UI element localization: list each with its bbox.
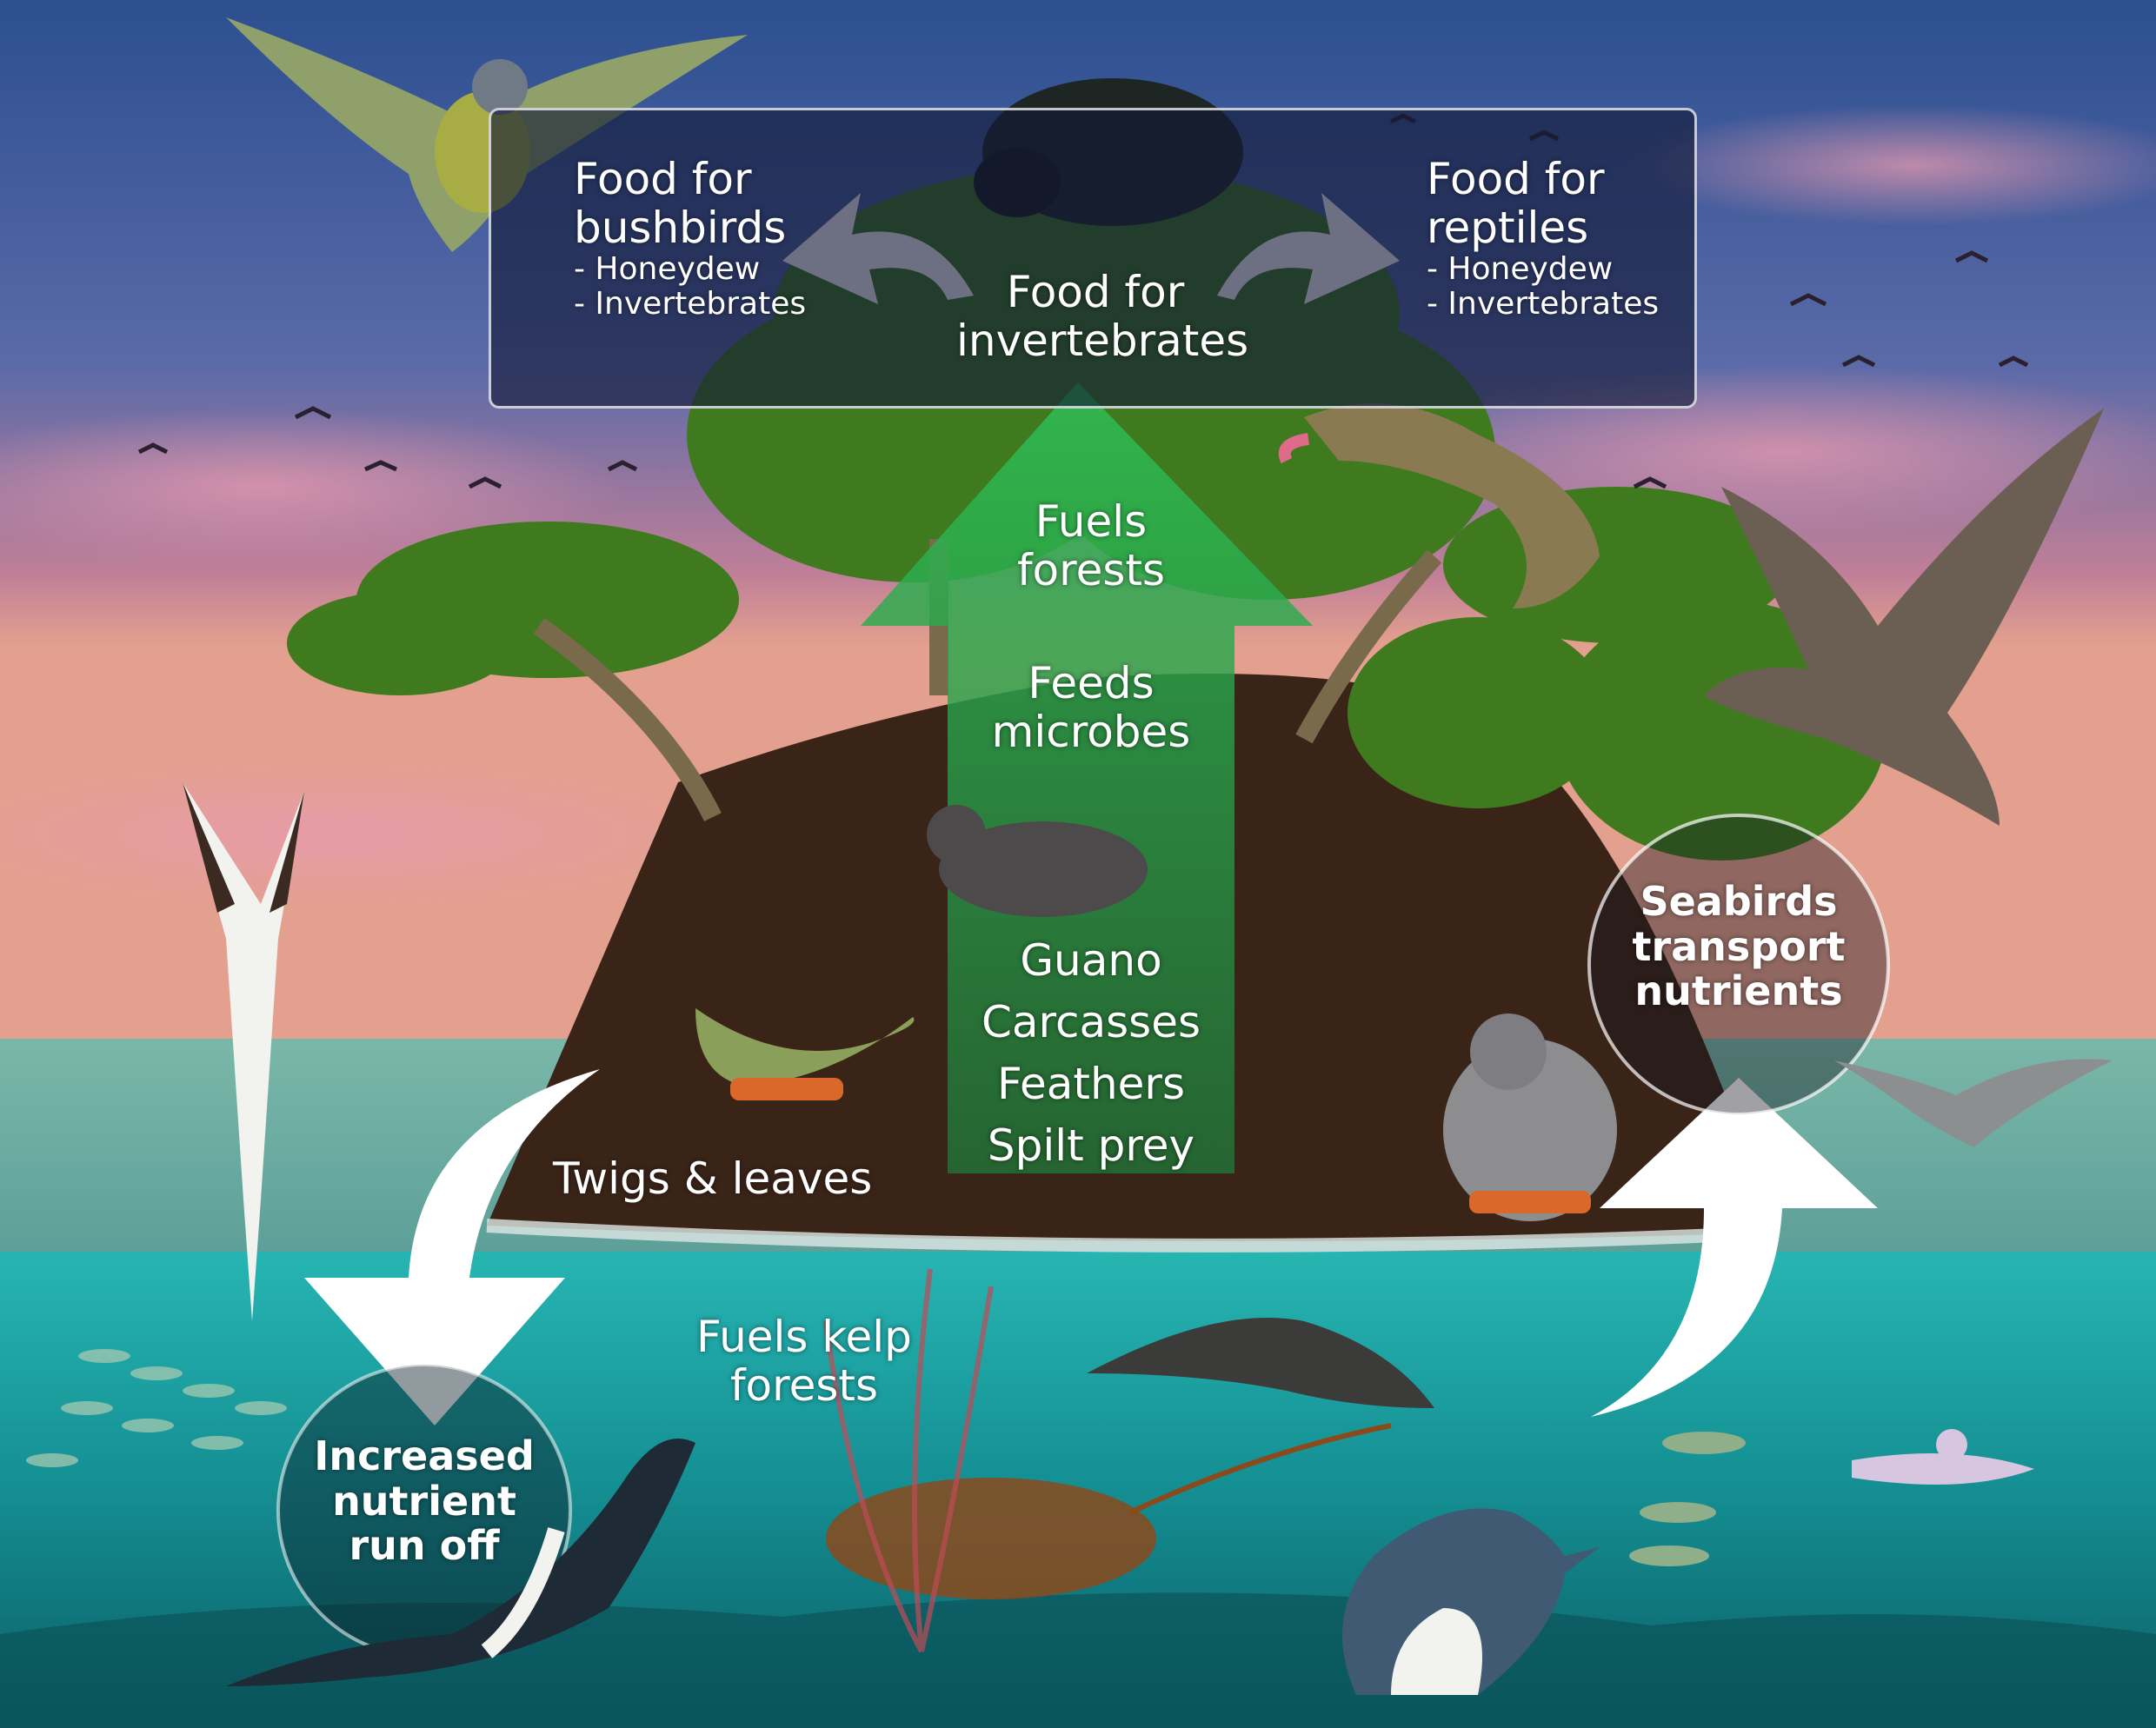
label-line: Seabirds bbox=[1640, 878, 1838, 925]
shag-icon bbox=[226, 1439, 695, 1686]
label-food-for-invertebrates: Food for invertebrates bbox=[956, 267, 1249, 366]
list-item: - Honeydew bbox=[1427, 251, 1614, 287]
label-twigs-leaves: Twigs & leaves bbox=[553, 1153, 873, 1204]
label-line: Food for bbox=[1427, 154, 1605, 204]
label-increased-nutrient-run-off: Increased nutrient run off bbox=[294, 1432, 555, 1570]
petrel-icon bbox=[1704, 409, 2104, 826]
label-food-for-reptiles: Food for reptiles - Honeydew - Invertebr… bbox=[1427, 155, 1659, 322]
seabird-up-arrow bbox=[1591, 1078, 1878, 1417]
label-line: forests bbox=[1016, 545, 1166, 595]
label-line: Fuels bbox=[1035, 496, 1148, 547]
swimming-petrel-icon bbox=[1087, 1318, 1434, 1408]
label-line: nutrient bbox=[332, 1477, 516, 1525]
penguin-icon bbox=[1342, 1508, 1600, 1695]
label-line: reptiles bbox=[1427, 203, 1589, 253]
label-line: invertebrates bbox=[956, 316, 1249, 366]
crayfish-icon bbox=[826, 1423, 1392, 1599]
list-item: - Invertebrates bbox=[574, 286, 807, 322]
label-line: Feeds bbox=[1028, 658, 1155, 708]
label-line: forests bbox=[729, 1360, 879, 1411]
list-item: Carcasses bbox=[981, 997, 1201, 1047]
label-line: bushbirds bbox=[574, 203, 787, 253]
fish-school-icon bbox=[26, 1349, 287, 1467]
label-fuels-forests: Fuels forests bbox=[956, 497, 1226, 595]
list-item: Guano bbox=[1020, 935, 1162, 986]
label-food-for-bushbirds: Food for bushbirds - Honeydew - Inverteb… bbox=[574, 155, 806, 322]
flying-seabird-icon bbox=[1834, 1059, 2113, 1147]
label-line: Increased bbox=[314, 1432, 535, 1479]
label-nutrient-sources: Guano Carcasses Feathers Spilt prey bbox=[956, 930, 1226, 1177]
tuatara-icon bbox=[695, 1008, 915, 1100]
cloud bbox=[1626, 104, 2156, 226]
surf bbox=[486, 1219, 1740, 1253]
seabirds-circle bbox=[1587, 814, 1890, 1116]
list-item: Spilt prey bbox=[987, 1120, 1195, 1171]
label-line: Fuels kelp bbox=[696, 1312, 912, 1362]
list-item: - Honeydew bbox=[574, 251, 761, 287]
list-item: Feathers bbox=[996, 1059, 1186, 1109]
label-line: run off bbox=[349, 1522, 500, 1570]
label-fuels-kelp-forests: Fuels kelp forests bbox=[678, 1313, 930, 1410]
gannet-icon bbox=[183, 782, 304, 1321]
chick-icon bbox=[1443, 1014, 1617, 1221]
list-item: - Invertebrates bbox=[1427, 286, 1660, 322]
label-line: Food for bbox=[574, 154, 752, 204]
label-line: Food for bbox=[1006, 267, 1185, 317]
small-fish-icon bbox=[1629, 1432, 1746, 1566]
nutrient-up-arrow bbox=[861, 382, 1313, 1173]
runoff-down-arrow bbox=[304, 1069, 600, 1426]
label-seabirds-transport-nutrients: Seabirds transport nutrients bbox=[1608, 878, 1869, 1015]
diving-petrel-icon bbox=[927, 805, 1148, 917]
label-line: microbes bbox=[991, 707, 1191, 757]
gecko-icon bbox=[1278, 403, 1600, 608]
squid-icon bbox=[1852, 1429, 2034, 1485]
food-web-panel bbox=[489, 108, 1697, 409]
label-feeds-microbes: Feeds microbes bbox=[956, 659, 1226, 756]
label-line: nutrients bbox=[1634, 967, 1843, 1015]
label-line: transport bbox=[1632, 922, 1846, 970]
kelp-icon bbox=[823, 1268, 994, 1653]
